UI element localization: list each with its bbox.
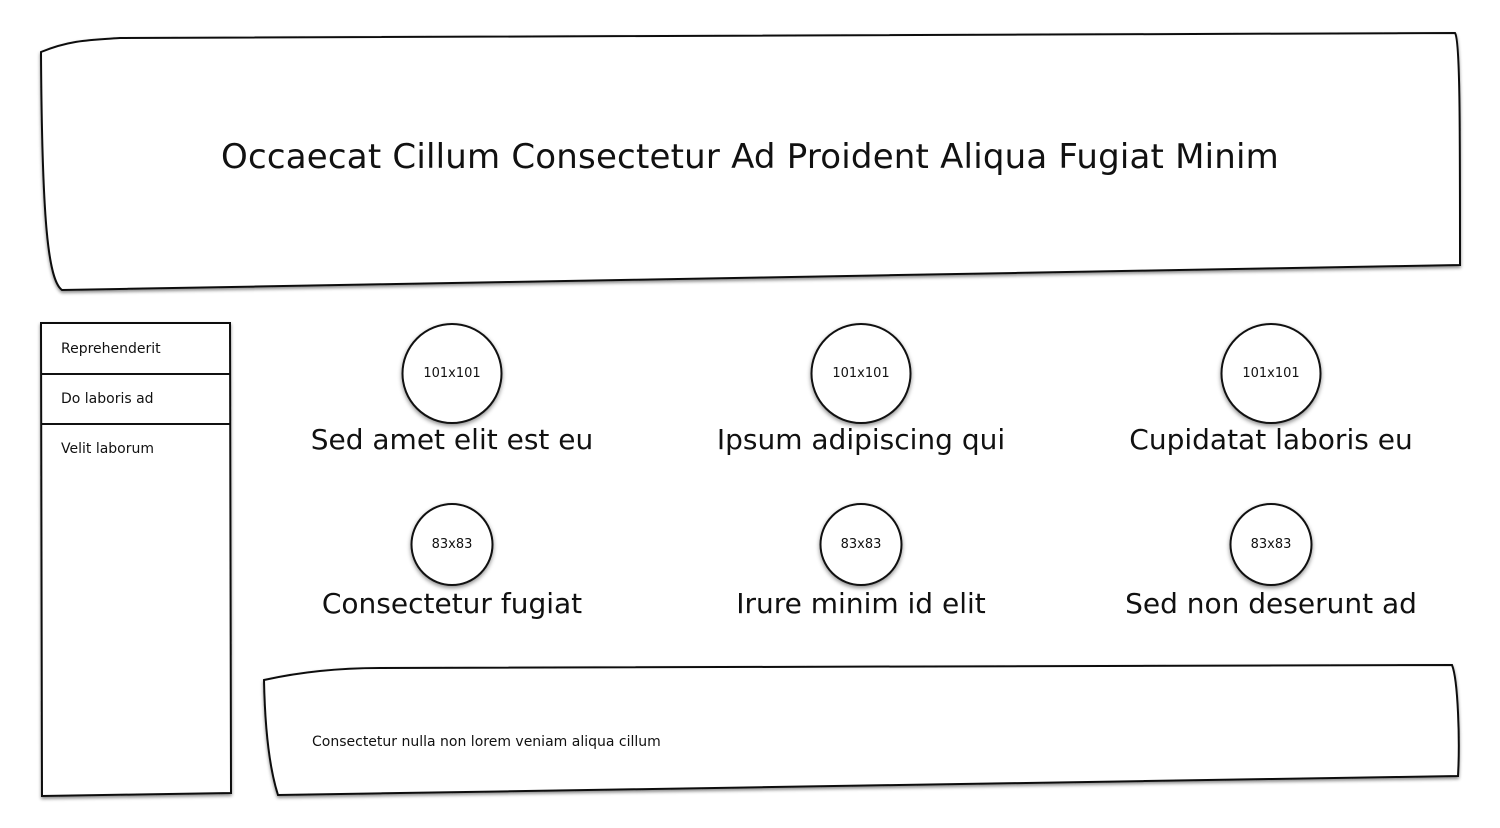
sidebar-item-do-laboris-ad[interactable]: Do laboris ad <box>61 391 154 407</box>
card-caption: Sed non deserunt ad <box>1125 587 1417 620</box>
card: 101x101 Sed amet elit est eu <box>272 323 632 463</box>
image-placeholder: 83x83 <box>410 503 494 586</box>
card: 101x101 Ipsum adipiscing qui <box>681 323 1041 463</box>
card-caption: Cupidatat laboris eu <box>1129 423 1413 456</box>
image-placeholder: 83x83 <box>1229 503 1313 586</box>
image-placeholder: 101x101 <box>810 323 912 424</box>
card: 83x83 Sed non deserunt ad <box>1091 503 1451 628</box>
image-placeholder: 101x101 <box>1220 323 1322 424</box>
card-caption: Ipsum adipiscing qui <box>716 423 1006 456</box>
card: 83x83 Consectetur fugiat <box>272 503 632 628</box>
image-placeholder: 101x101 <box>401 323 503 424</box>
card-caption: Consectetur fugiat <box>321 587 583 620</box>
card: 101x101 Cupidatat laboris eu <box>1091 323 1451 463</box>
sidebar-item-reprehenderit[interactable]: Reprehenderit <box>61 341 161 357</box>
footer-text: Consectetur nulla non lorem veniam aliqu… <box>312 734 661 750</box>
image-placeholder: 83x83 <box>819 503 903 586</box>
sidebar-nav: Reprehenderit Do laboris ad Velit laboru… <box>41 324 230 794</box>
card: 83x83 Irure minim id elit <box>681 503 1041 628</box>
sidebar-item-velit-laborum[interactable]: Velit laborum <box>61 441 155 457</box>
card-caption: Sed amet elit est eu <box>310 423 594 456</box>
card-caption: Irure minim id elit <box>736 587 986 620</box>
page-title: Occaecat Cillum Consectetur Ad Proident … <box>221 137 1279 177</box>
